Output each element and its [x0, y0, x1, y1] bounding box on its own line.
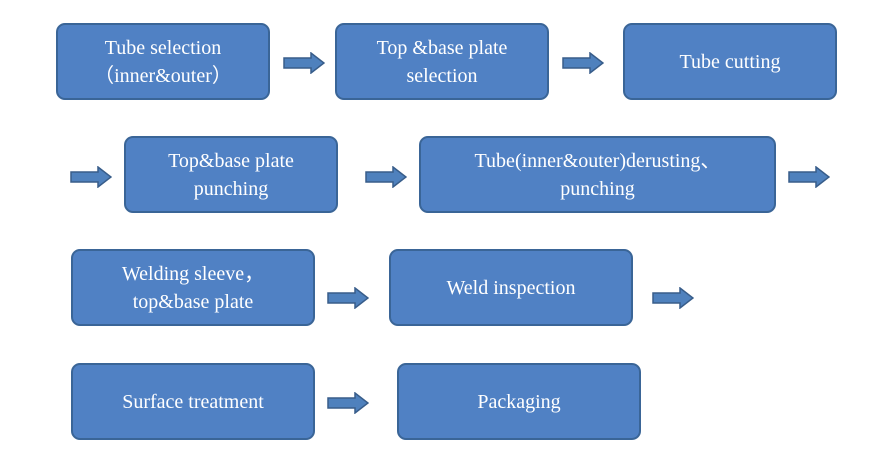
step-label-line: Weld inspection	[446, 276, 576, 299]
step-label-line: Tube selection	[104, 36, 222, 59]
step-label-line: Surface treatment	[122, 390, 264, 413]
flow-arrow-icon	[788, 166, 830, 188]
step-welding: Welding sleeve， top&base plate	[71, 249, 315, 326]
step-weld-inspection: Weld inspection	[389, 249, 633, 326]
step-label-line: Top&base plate	[168, 149, 294, 172]
flow-arrow-icon	[365, 166, 407, 188]
flow-arrow-icon	[652, 287, 694, 309]
step-label-line: Tube cutting	[679, 50, 781, 73]
step-label-line: Packaging	[477, 390, 561, 413]
step-label-line: punching	[193, 177, 269, 200]
step-tube-derusting: Tube(inner&outer)derusting、 punching	[419, 136, 776, 213]
step-packaging: Packaging	[397, 363, 641, 440]
flow-arrow-icon	[562, 52, 604, 74]
flow-arrow-icon	[70, 166, 112, 188]
step-plate-punching: Top&base plate punching	[124, 136, 338, 213]
step-plate-selection: Top &base plate selection	[335, 23, 549, 100]
step-label-line: top&base plate	[132, 290, 254, 313]
flow-arrow-icon	[327, 287, 369, 309]
step-label-line: selection	[406, 64, 478, 87]
step-label-line: Tube(inner&outer)derusting、	[474, 149, 721, 172]
step-label-line: punching	[560, 177, 635, 200]
step-tube-selection: Tube selection （inner&outer）	[56, 23, 270, 100]
step-label-line: Welding sleeve，	[121, 262, 265, 285]
step-label-line: （inner&outer）	[94, 64, 232, 87]
flow-arrow-icon	[283, 52, 325, 74]
step-label-line: Top &base plate	[376, 36, 508, 59]
step-tube-cutting: Tube cutting	[623, 23, 837, 100]
step-surface-treatment: Surface treatment	[71, 363, 315, 440]
flow-arrow-icon	[327, 392, 369, 414]
